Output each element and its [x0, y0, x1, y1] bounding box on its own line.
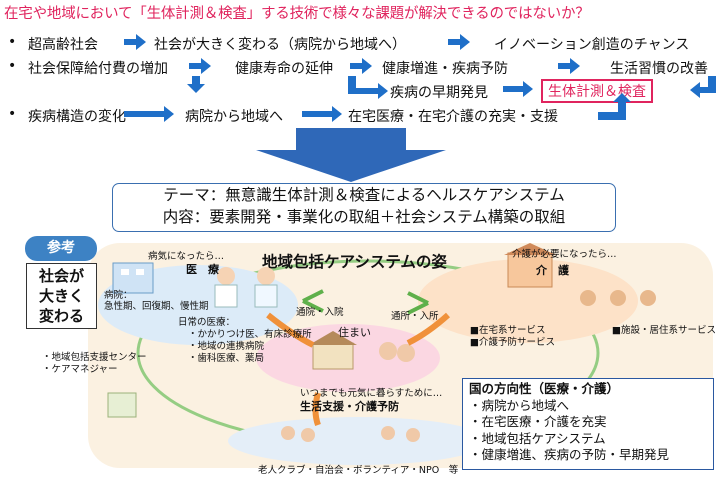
life-support-label: 生活支援・介護予防 — [300, 400, 399, 413]
elderly-icon — [610, 290, 626, 306]
arrow-right-icon — [503, 81, 533, 97]
big-down-arrow-icon — [256, 128, 446, 182]
caregiver-icon — [580, 290, 596, 306]
care-item: ■在宅系サービス — [470, 325, 546, 336]
text-home-care: 在宅医療・在宅介護の充実・支援 — [348, 109, 558, 125]
groups-label: 老人クラブ・自治会・ボランティア・NPO 等 — [258, 465, 459, 476]
arrow-bent-up-icon — [598, 93, 631, 120]
care-area — [418, 259, 638, 343]
lifelong-label: いつまでも元気に暮らすために… — [300, 388, 443, 399]
arrow-left-icon — [690, 76, 716, 98]
care-item: ■介護予防サービス — [470, 337, 555, 348]
medical-lead: 病気になったら… — [148, 251, 225, 262]
arrow-right-icon — [124, 106, 174, 122]
hospital-box: 病院： 急性期、回復期、慢性期 — [104, 290, 209, 312]
community-title: 地域包括ケアシステムの姿 — [262, 253, 447, 271]
medical-label: 医 療 — [186, 263, 219, 276]
society-changes-box: 社会が 大きく 変わる — [26, 263, 97, 329]
care-facility-label: ■施設・居住系サービス — [612, 325, 716, 336]
arrow-orange-icon — [406, 312, 451, 346]
text-innovation: イノベーション創造のチャンス — [494, 37, 690, 53]
theme-line-1: テーマ：無意識生体計測＆検査によるヘルスケアシステム — [163, 186, 565, 204]
clinic-label: 日常の医療： — [178, 317, 236, 328]
clinic-item: ・歯科医療、薬局 — [188, 353, 265, 364]
arrow-green-icon — [302, 289, 324, 313]
bullet: • — [8, 34, 17, 50]
bullet: • — [8, 58, 17, 74]
community-area — [228, 417, 488, 465]
arrow-bent-icon — [348, 76, 388, 99]
house-icon — [312, 342, 354, 370]
hospital-icon — [112, 262, 154, 294]
direction-item: ・地域包括ケアシステム — [469, 430, 606, 446]
nurse-icon — [257, 267, 275, 285]
arrow-down-icon — [187, 76, 205, 93]
center-item: ・地域包括支援センター — [42, 352, 147, 363]
direction-item: ・在宅医療・介護を充実 — [469, 414, 607, 429]
headline: 在宅や地域において「生体計測＆検査」する技術で様々な課題が解決できるのではないか… — [4, 6, 590, 22]
direction-item: ・健康増進、疾病の予防・早期発見 — [469, 447, 670, 462]
commute-label: 通院・入院 — [296, 307, 344, 318]
theme-line-2: 内容：要素開発・事業化の取組＋社会システム構築の取組 — [162, 208, 566, 226]
home-label: 住まい — [338, 326, 371, 339]
text-super-aging: 超高齢社会 — [28, 37, 98, 53]
clinic-item: ・かかりつけ医、有床診療所 — [188, 329, 312, 340]
arrow-right-icon — [302, 106, 342, 122]
arrow-orange-icon — [266, 312, 315, 348]
arrow-right-icon — [350, 58, 372, 74]
arrow-right-icon — [558, 58, 580, 74]
care-illustration — [98, 243, 656, 465]
doctor-icon — [217, 267, 235, 285]
arrow-right-icon — [448, 34, 470, 50]
arrow-green-icon — [407, 291, 429, 315]
text-disease-structure: 疾病構造の変化 — [28, 109, 126, 125]
care-lead: 介護が必要になったら… — [512, 249, 617, 260]
care-label: 介 護 — [536, 264, 569, 277]
reference-badge: 参考 — [25, 236, 97, 261]
direction-title: 国の方向性（医療・介護） — [469, 381, 620, 396]
text-lifestyle: 生活習慣の改善 — [610, 61, 708, 77]
arrow-right-icon — [124, 34, 146, 50]
text-hospital-to-community: 病院から地域へ — [185, 109, 283, 125]
text-health-promotion: 健康増進・疾病予防 — [382, 61, 508, 77]
community-people-icon — [281, 426, 295, 440]
text-early-detection: 疾病の早期発見 — [390, 85, 488, 101]
arrow-orange-icon — [312, 392, 321, 427]
text-social-security: 社会保障給付費の増加 — [28, 61, 168, 77]
flow-arrows — [124, 34, 716, 182]
center-item: ・ケアマネジャー — [42, 364, 118, 375]
direction-item: ・病院から地域へ — [469, 397, 570, 413]
support-center-icon — [107, 392, 137, 418]
wheelchair-icon — [640, 290, 656, 306]
bullet: • — [8, 106, 17, 122]
clinic-item: ・地域の連携病院 — [188, 341, 265, 352]
theme-box: テーマ：無意識生体計測＆検査によるヘルスケアシステム 内容：要素開発・事業化の取… — [112, 183, 616, 232]
day-service-label: 通所・入所 — [391, 311, 439, 322]
text-healthy-life: 健康寿命の延伸 — [235, 61, 333, 77]
society-changes-text: 社会が 大きく 変わる — [38, 267, 84, 325]
text-society-change: 社会が大きく変わる（病院から地域へ） — [154, 37, 406, 53]
elderly-couple-icon — [379, 342, 397, 360]
arrow-right-icon — [189, 58, 211, 74]
national-direction-box: 国の方向性（医療・介護） ・病院から地域へ ・在宅医療・介護を充実 ・地域包括ケ… — [462, 378, 714, 470]
